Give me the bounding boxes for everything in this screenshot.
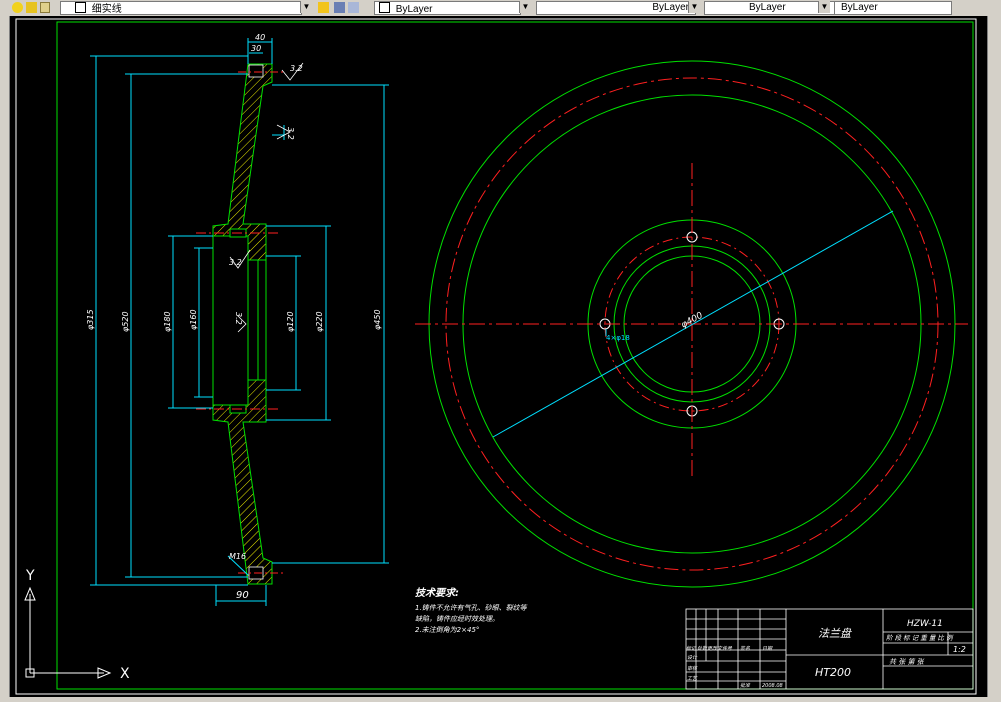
tb-small-4: 签名 (740, 645, 751, 652)
layer-sun-icon[interactable] (26, 2, 37, 13)
color-swatch (379, 2, 390, 13)
tb-small-10: 批准 (740, 682, 751, 689)
part-name: 法兰盘 (818, 627, 853, 640)
material: HT200 (815, 666, 851, 679)
layer-color-swatch (75, 2, 86, 13)
thread-label: M16 (229, 552, 246, 561)
tech-line-1: 1.铸件不允许有气孔、砂眼、裂纹等 (415, 604, 528, 612)
layer-previous-icon[interactable] (334, 2, 345, 13)
dim-left-2: φ520 (121, 311, 130, 332)
linetype-value: ByLayer (652, 2, 689, 13)
left-toolbar (0, 16, 10, 697)
ucs-y-label: Y (25, 568, 35, 584)
tb-small-1: 标记 (686, 645, 697, 652)
tapped-hole-top (248, 64, 264, 78)
tech-line-2: 缺陷，铸件应经时效处理。 (415, 615, 499, 623)
tb-small-2: 处数 (697, 645, 708, 652)
tb-small-5: 日期 (762, 645, 773, 652)
tb-small-3: 更改文件号 (707, 645, 733, 652)
color-value: ByLayer (395, 4, 433, 15)
make-current-icon[interactable] (318, 2, 329, 13)
dim-left-outer: φ315 (86, 309, 95, 330)
roughness-2: 3.2 (286, 127, 295, 140)
roughness-4: 3.2 (234, 312, 243, 325)
layer-bulb-icon[interactable] (12, 2, 23, 13)
color-dropdown-arrow[interactable]: ▼ (519, 1, 531, 13)
ucs-icon (24, 586, 112, 679)
lineweight-value: ByLayer (749, 2, 786, 13)
sheet-label: 共 张 第 张 (889, 658, 925, 666)
title-col-labels: 阶 段 标 记 重 量 比 例 (886, 634, 954, 642)
tb-small-7: 审核 (687, 665, 698, 672)
tb-small-8: 工艺 (687, 675, 698, 682)
linetype-dropdown-arrow[interactable]: ▼ (688, 1, 700, 13)
outer-border (15, 18, 977, 695)
plotstyle-dropdown[interactable]: ByLayer (834, 1, 952, 15)
tb-small-9: 2008.08 (762, 683, 783, 689)
drawing-no: HZW-11 (907, 619, 943, 629)
dim-right-1: φ120 (286, 311, 295, 332)
dim-right-outer: φ450 (373, 309, 382, 330)
dim-right-2: φ220 (315, 311, 324, 332)
linetype-dropdown[interactable]: ByLayer (536, 1, 696, 15)
section-view: 40 30 φ315 φ520 φ180 φ160 φ120 φ220 φ450… (86, 33, 389, 606)
tech-title: 技术要求: (415, 587, 459, 599)
dim-bottom-width: 90 (236, 590, 249, 601)
layer-states-icon[interactable] (348, 2, 359, 13)
layer-dropdown-arrow[interactable]: ▼ (300, 1, 312, 13)
title-block (685, 608, 974, 690)
color-dropdown[interactable]: ByLayer (374, 1, 521, 15)
dim-left-3: φ180 (163, 311, 172, 332)
inner-border (56, 21, 974, 690)
layer-dropdown[interactable]: 细实线 (60, 1, 302, 15)
tech-requirements: 技术要求: 1.铸件不允许有气孔、砂眼、裂纹等 缺陷，铸件应经时效处理。 2.未… (415, 587, 528, 634)
tb-small-6: 设计 (687, 654, 698, 661)
dim-left-4: φ160 (189, 309, 198, 330)
properties-toolbar: 细实线 ▼ ByLayer ▼ ByLayer ▼ ByLayer ▼ ByLa… (0, 0, 1001, 17)
scale: 1:2 (953, 645, 966, 654)
hole-label: 4×φ18 (606, 334, 630, 342)
dim-top-width: 40 (255, 33, 265, 42)
front-dim-diameter (492, 210, 894, 438)
front-view: φ400 4×φ18 (415, 60, 968, 588)
roughness-3: 3.2 (229, 258, 242, 267)
lineweight-dropdown-arrow[interactable]: ▼ (818, 1, 830, 13)
drawing-canvas[interactable]: 40 30 φ315 φ520 φ180 φ160 φ120 φ220 φ450… (10, 16, 987, 697)
dim-top-inner: 30 (251, 44, 261, 53)
ucs-x-label: X (120, 666, 130, 682)
tech-line-3: 2.未注倒角为2×45° (415, 626, 479, 634)
cad-drawing: 40 30 φ315 φ520 φ180 φ160 φ120 φ220 φ450… (15, 18, 977, 695)
right-scrollbar[interactable] (987, 16, 1001, 697)
layer-lock-icon[interactable] (40, 2, 50, 13)
roughness-1: 3.2 (290, 64, 303, 73)
layer-name: 细实线 (91, 4, 122, 15)
plotstyle-value: ByLayer (841, 2, 878, 13)
